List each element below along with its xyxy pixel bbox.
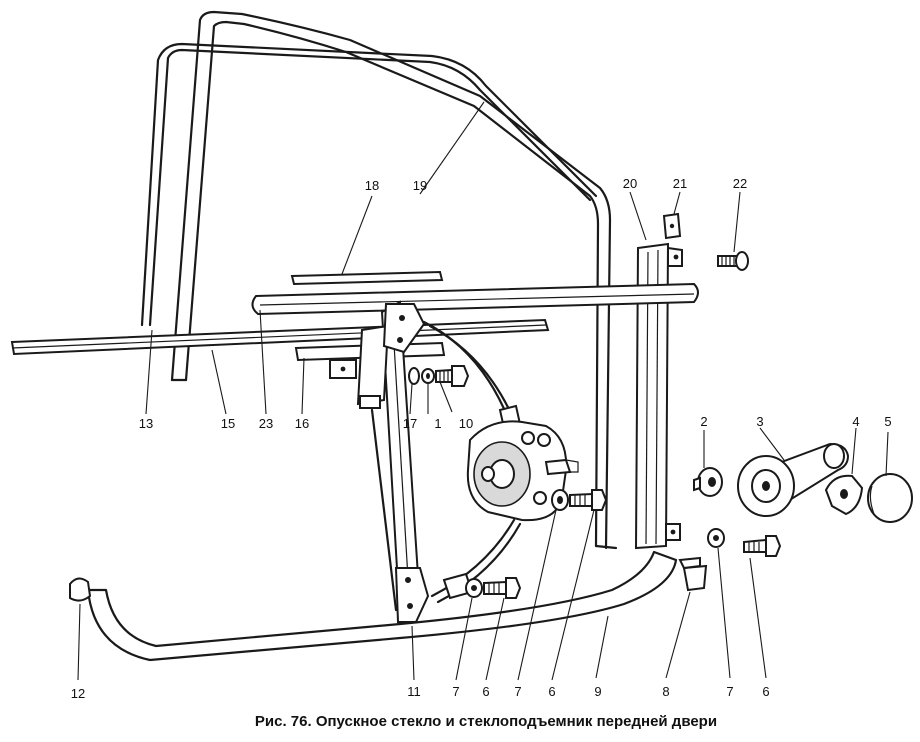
part-7-washer-lower [465, 578, 483, 598]
part-21-clip [662, 212, 682, 240]
label-13: 13 [139, 416, 153, 431]
label-1: 1 [434, 416, 441, 431]
part-8-clip [678, 556, 708, 592]
label-6-lower: 6 [482, 684, 489, 699]
part-11-regulator [356, 300, 522, 623]
label-6-right: 6 [762, 684, 769, 699]
label-7-lower: 7 [452, 684, 459, 699]
part-3-crank-handle [737, 442, 850, 517]
part-12-end-cap [69, 577, 92, 602]
part-17-washer [408, 367, 420, 385]
label-10: 10 [459, 416, 473, 431]
label-2: 2 [700, 414, 707, 429]
label-6-upper: 6 [548, 684, 555, 699]
part-13-glass-channel [140, 42, 598, 327]
label-12: 12 [71, 686, 85, 701]
part-18-glass-strip [290, 270, 444, 286]
part-6-bolt-lower [483, 577, 522, 599]
label-22: 22 [733, 176, 747, 191]
label-5: 5 [884, 414, 891, 429]
label-18: 18 [365, 178, 379, 193]
label-17: 17 [403, 416, 417, 431]
part-4-spring-clip [824, 474, 864, 516]
part-2-bushing [693, 467, 723, 497]
label-11: 11 [407, 684, 421, 699]
part-7-washer-upper [551, 489, 569, 511]
part-9-lower-seal [86, 550, 678, 662]
label-7-upper: 7 [514, 684, 521, 699]
regulator-mechanism [466, 420, 579, 522]
part-23-inner-seal [251, 282, 699, 316]
part-15-outer-seal [10, 318, 550, 356]
label-16: 16 [295, 416, 309, 431]
label-15: 15 [221, 416, 235, 431]
label-3: 3 [756, 414, 763, 429]
label-4: 4 [852, 414, 859, 429]
part-6-bolt-right [743, 535, 782, 557]
label-21: 21 [673, 176, 687, 191]
label-23: 23 [259, 416, 273, 431]
part-6-bolt-upper [569, 489, 608, 511]
part-10-bolt [435, 365, 470, 387]
figure-caption: Рис. 76. Опускное стекло и стеклоподъемн… [255, 713, 717, 730]
label-8: 8 [662, 684, 669, 699]
part-7-washer-right [707, 528, 725, 548]
label-7-right: 7 [726, 684, 733, 699]
part-5-cap [867, 473, 913, 523]
part-19-frame-seal [170, 10, 618, 550]
part-22-screw [717, 251, 749, 271]
label-20: 20 [623, 176, 637, 191]
label-9: 9 [594, 684, 601, 699]
part-labels: 13 15 23 16 17 1 10 18 19 20 21 22 2 3 4… [71, 176, 892, 701]
part-20-rear-guide [634, 242, 683, 550]
label-19: 19 [413, 178, 427, 193]
leader-lines [77, 101, 889, 681]
part-1-washer [421, 368, 435, 384]
